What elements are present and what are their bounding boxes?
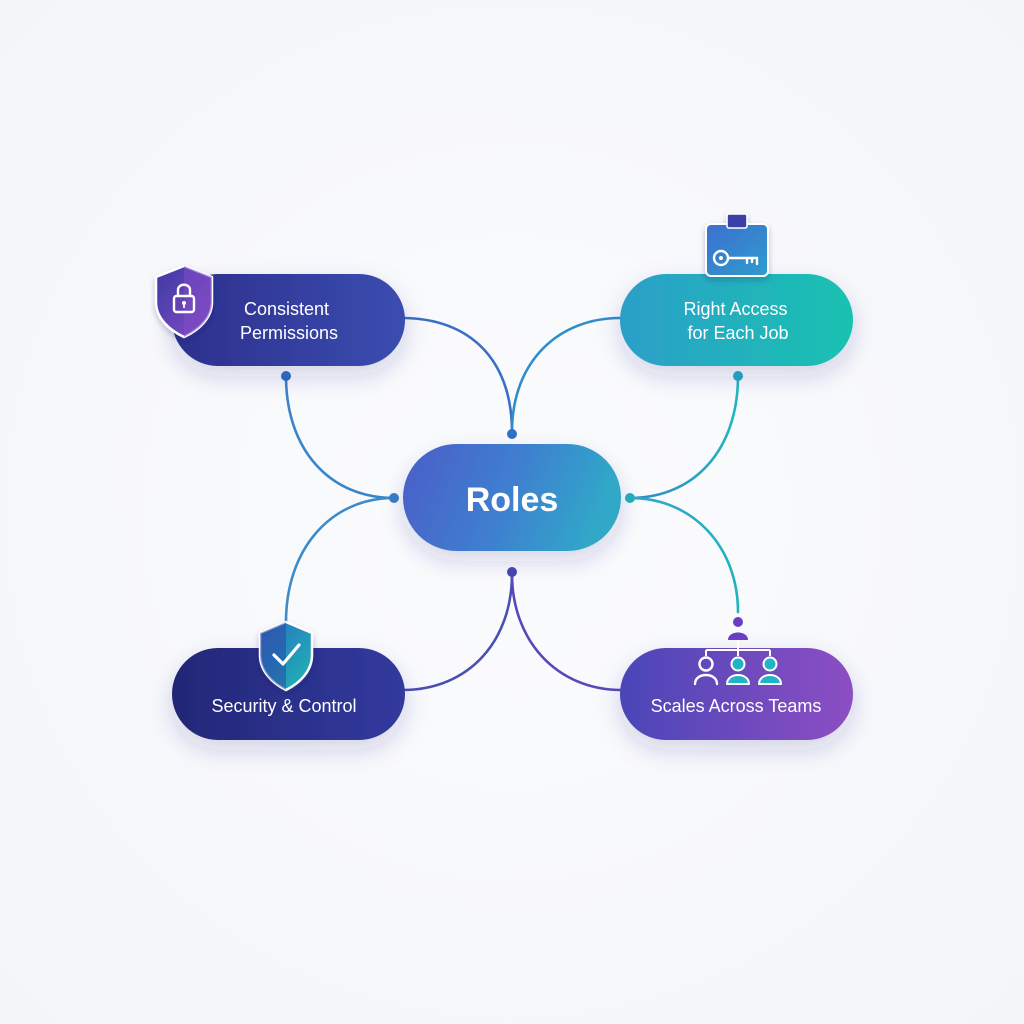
node-right-access[interactable]: Right Access for Each Job [620,274,853,366]
node-pill-top-left [172,274,405,366]
dot-center-right [625,493,635,503]
connector-dots [281,371,743,577]
connector-bottom-left-upper [284,496,396,624]
node-top-right-line2: for Each Job [687,323,788,343]
connectors [284,316,740,692]
key-card-icon [705,213,769,277]
node-top-left-line2: Permissions [240,323,338,343]
dot-top-left [281,371,291,381]
node-top-right-line1: Right Access [683,299,787,319]
dot-center-bottom [507,567,517,577]
node-pill-top-right [620,274,853,366]
team-hierarchy-icon [693,617,782,686]
node-consistent-permissions[interactable]: Consistent Permissions [172,274,405,366]
svg-text:Consistent Permissions: Consistent Permissions [240,299,338,343]
padlock-shield-icon [154,264,214,339]
connector-top-right-lower [628,374,740,500]
node-scales-teams[interactable]: Scales Across Teams [620,648,853,740]
node-bottom-left-label: Security & Control [211,696,356,716]
node-pill-bottom-right [620,648,853,740]
connector-bottom-right-lower [510,572,624,692]
dot-top-right [733,371,743,381]
connector-top-left-upper [400,316,514,434]
center-node[interactable]: Roles [403,444,621,551]
connector-bottom-left-lower [400,572,514,692]
dot-center-left [389,493,399,503]
dot-center-top [507,429,517,439]
node-top-left-line1: Consistent [244,299,329,319]
node-security-control[interactable]: Security & Control [172,648,405,740]
connector-top-left-lower [284,374,396,500]
center-pill [403,444,621,551]
node-bottom-right-label: Scales Across Teams [651,696,822,716]
checkmark-shield-icon [258,620,314,692]
node-pill-bottom-left [172,648,405,740]
connector-bottom-right-upper [628,496,740,614]
connector-top-right-upper [510,316,622,434]
center-label: Roles [466,481,559,519]
svg-text:Right Access for Each Jo: Right Access for Each Job [683,299,792,343]
